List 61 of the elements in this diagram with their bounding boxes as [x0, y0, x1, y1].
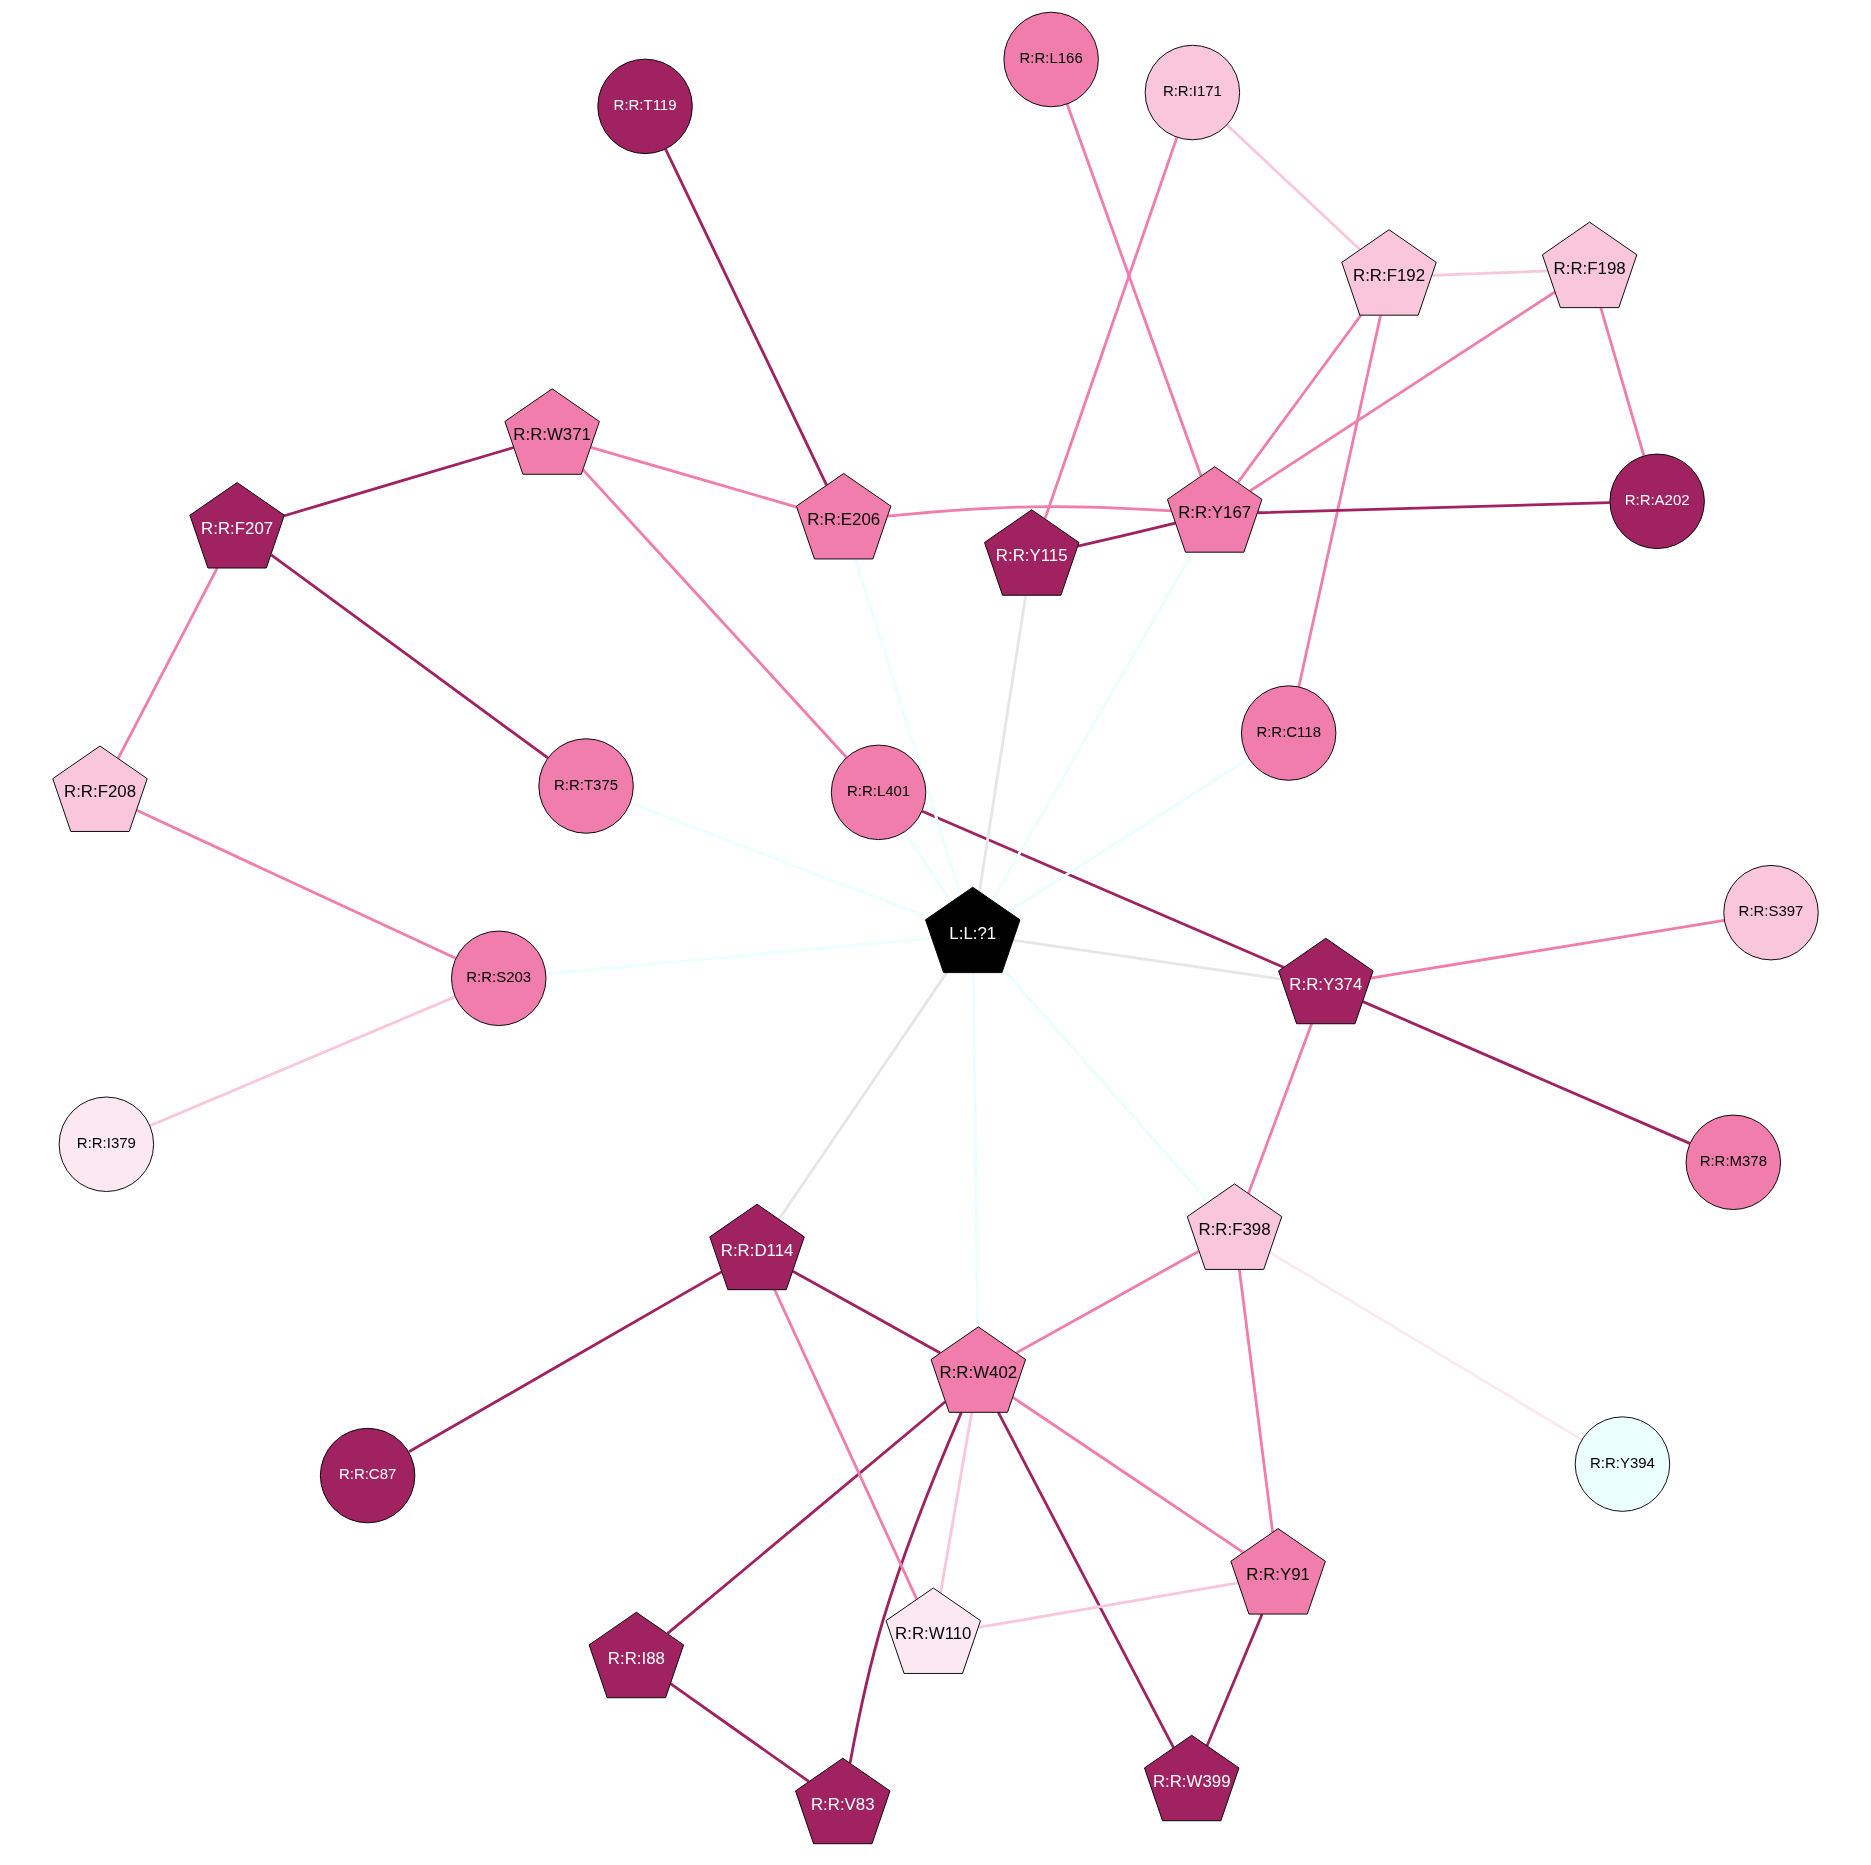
connector: [978, 595, 1028, 892]
connector: [1205, 1613, 1264, 1747]
node-circle: R:R:T119: [597, 58, 693, 155]
connector: [666, 1400, 947, 1635]
connector: [669, 1682, 810, 1783]
connector: [921, 809, 1285, 969]
connector: [997, 1411, 1175, 1749]
connector: [1370, 918, 1725, 980]
connector: [136, 809, 457, 960]
node-circle: R:R:L166: [1003, 11, 1099, 108]
connector: [1236, 314, 1362, 484]
connector: [887, 505, 1172, 518]
connector: [777, 971, 948, 1221]
connector: [1013, 938, 1282, 981]
connector: [1297, 315, 1382, 688]
connector: [590, 445, 797, 509]
connector: [1249, 290, 1556, 493]
node-circle: R:R:C87: [319, 1427, 416, 1524]
node-circle: R:R:A202: [1609, 453, 1705, 549]
connector: [1432, 269, 1548, 277]
node-circle: R:R:M378: [1685, 1114, 1782, 1210]
connector: [1011, 1396, 1244, 1554]
node-circle: R:R:I379: [58, 1096, 155, 1192]
connector: [149, 995, 456, 1128]
connector: [270, 553, 549, 760]
connector: [773, 1289, 919, 1600]
connector: [1362, 1000, 1691, 1145]
connector: [582, 468, 848, 759]
connector: [848, 1412, 963, 1764]
connector: [629, 801, 930, 919]
connector: [408, 1270, 723, 1454]
connector: [903, 831, 953, 903]
connector: [1065, 103, 1203, 477]
connector: [1257, 501, 1610, 515]
node-circle: R:R:I171: [1144, 44, 1241, 141]
connector: [1077, 521, 1176, 548]
node-circle: R:R:C118: [1240, 685, 1337, 781]
connector: [854, 558, 962, 896]
connector: [991, 551, 1194, 902]
node-circle: R:R:L401: [830, 744, 927, 841]
connector: [545, 936, 932, 976]
connector: [971, 972, 980, 1328]
node-circle: R:R:T375: [538, 738, 634, 834]
connector: [1007, 757, 1250, 913]
connector: [1599, 307, 1646, 457]
connector: [1002, 968, 1210, 1203]
connector: [1015, 1249, 1200, 1355]
connector: [1247, 1023, 1313, 1194]
connector: [1268, 1251, 1583, 1441]
connector: [939, 1412, 974, 1594]
connector: [1237, 1269, 1274, 1533]
connector: [1043, 136, 1179, 520]
node-circle: R:R:Y394: [1574, 1416, 1671, 1512]
node-circle: R:R:S203: [451, 930, 547, 1026]
connector: [283, 446, 514, 518]
node-circle: R:R:S397: [1723, 864, 1819, 961]
connector: [664, 148, 828, 486]
connector: [1226, 124, 1361, 251]
connector: [116, 567, 219, 759]
connector: [978, 1581, 1239, 1629]
connector: [792, 1270, 941, 1355]
